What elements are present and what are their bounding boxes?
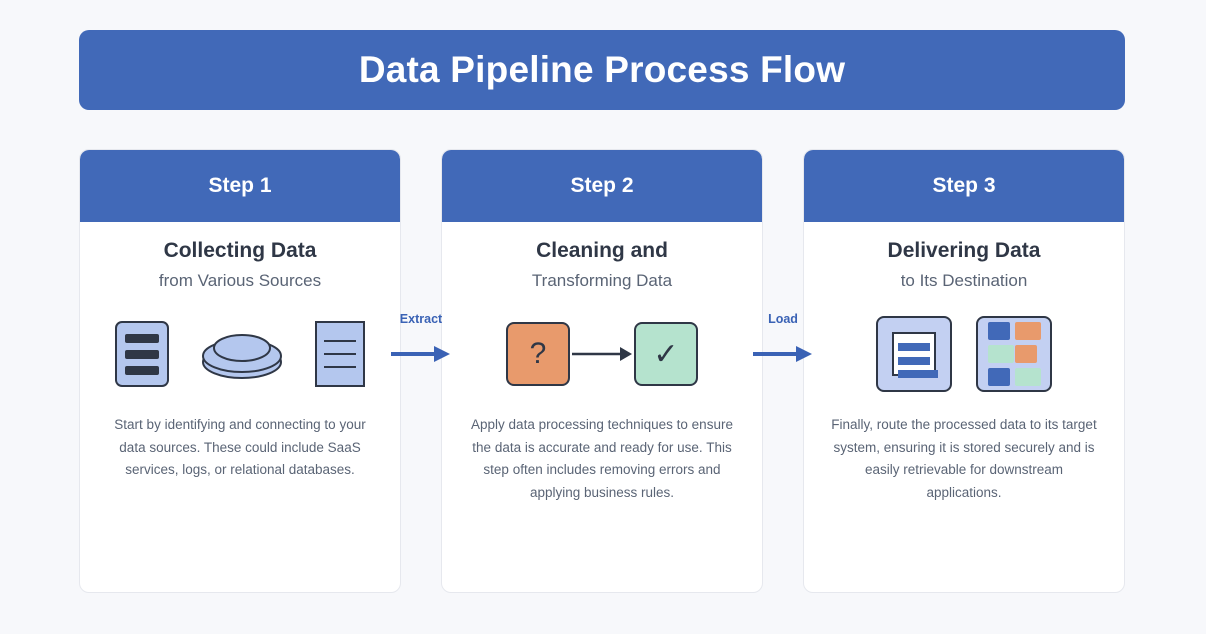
step-1-badge: Step 1 xyxy=(208,174,272,197)
report-inner-sheet xyxy=(892,332,938,379)
step-3-badge: Step 3 xyxy=(932,174,996,197)
dashboard-tile xyxy=(1014,345,1037,364)
step-1-title: Collecting Data xyxy=(163,239,317,262)
step-card-2: Step 2 Cleaning and Transforming Data ? … xyxy=(441,149,763,593)
arrow-right-icon xyxy=(753,346,812,362)
dashboard-tile xyxy=(1014,322,1041,341)
step-1-body: Collecting Data from Various Sources xyxy=(80,222,400,482)
step-3-header: Step 3 xyxy=(804,150,1124,222)
check-square-icon: ✓ xyxy=(634,322,698,387)
document-bars-icon xyxy=(115,321,169,388)
inner-arrow-right-icon xyxy=(572,347,632,362)
report-document-icon xyxy=(876,316,952,393)
document-lines-icon xyxy=(315,321,365,388)
step-2-description: Apply data processing techniques to ensu… xyxy=(471,417,733,500)
step-2-icon-row: ? ✓ xyxy=(506,314,698,394)
step-3-title: Delivering Data xyxy=(887,239,1041,262)
question-square-icon: ? xyxy=(506,322,570,387)
dashboard-tile xyxy=(987,368,1010,387)
dashboard-tile xyxy=(987,345,1014,364)
steps-container: Step 1 Collecting Data from Various Sour… xyxy=(79,149,1125,593)
arrow-right-icon xyxy=(391,346,450,362)
connector-extract-label: Extract xyxy=(399,312,443,326)
step-1-icon-row xyxy=(115,314,365,394)
step-2-subtitle: Transforming Data xyxy=(531,271,673,291)
step-3-body: Delivering Data to Its Destination xyxy=(804,222,1124,504)
dashboard-tile xyxy=(1014,368,1041,387)
step-card-3: Step 3 Delivering Data to Its Destinatio… xyxy=(803,149,1125,593)
step-2-title: Cleaning and xyxy=(536,239,668,262)
connector-extract: Extract xyxy=(391,312,451,382)
title-banner: Data Pipeline Process Flow xyxy=(79,30,1125,110)
connector-load-label: Load xyxy=(768,312,798,326)
step-2-body: Cleaning and Transforming Data ? ✓ Apply… xyxy=(442,222,762,504)
database-disc-icon xyxy=(202,334,282,380)
dashboard-tile xyxy=(987,322,1010,341)
page-title: Data Pipeline Process Flow xyxy=(358,49,846,90)
connector-load: Load xyxy=(753,312,813,382)
step-3-description: Finally, route the processed data to its… xyxy=(831,417,1097,500)
step-2-header: Step 2 xyxy=(442,150,762,222)
step-1-header: Step 1 xyxy=(80,150,400,222)
step-1-description: Start by identifying and connecting to y… xyxy=(114,417,366,478)
step-3-icon-row xyxy=(876,314,1052,394)
step-1-subtitle: from Various Sources xyxy=(158,271,322,291)
dashboard-grid-icon xyxy=(976,316,1052,393)
step-3-subtitle: to Its Destination xyxy=(900,271,1028,291)
step-card-1: Step 1 Collecting Data from Various Sour… xyxy=(79,149,401,593)
step-2-badge: Step 2 xyxy=(570,174,634,197)
